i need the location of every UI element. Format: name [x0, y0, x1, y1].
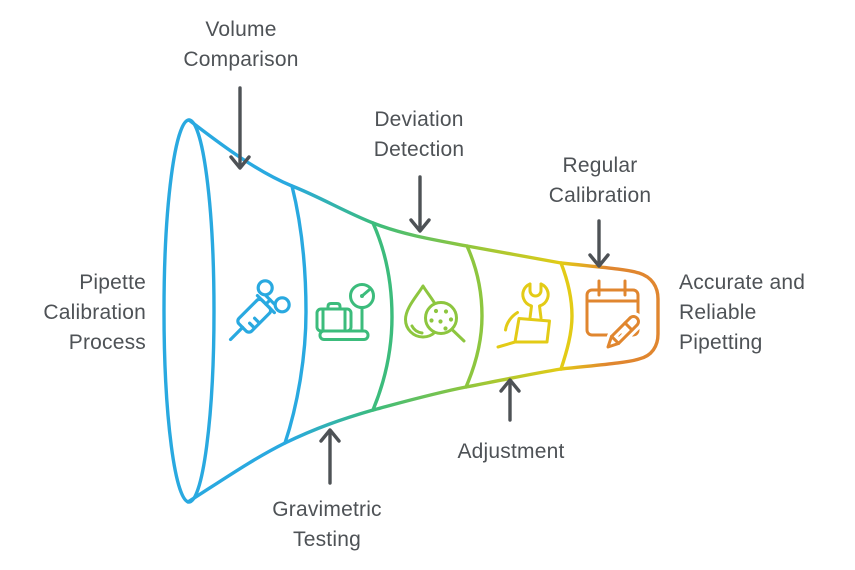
segment-divider-2 [371, 221, 394, 412]
label-line: Deviation [374, 108, 464, 131]
label-line: Calibration [548, 184, 652, 207]
calendar-pencil-icon [585, 279, 643, 352]
segment-divider-1 [283, 184, 308, 445]
label-pipette-calibration-process: Pipette Calibration Process [10, 268, 146, 358]
funnel-bottom-edge [186, 367, 563, 504]
label-accurate-reliable-pipetting: Accurate and Reliable Pipetting [679, 268, 849, 358]
segment-divider-3 [464, 244, 484, 389]
label-volume-comparison: Volume Comparison [131, 15, 351, 75]
funnel-end-cap [559, 261, 660, 371]
label-line: Testing [293, 528, 361, 551]
droplet-magnifier-icon [404, 284, 466, 343]
label-line: Pipetting [679, 331, 763, 354]
luggage-scale-icon [315, 283, 375, 341]
label-adjustment: Adjustment [411, 437, 611, 467]
arrow-down-regular-calibration [588, 219, 610, 268]
funnel-mouth-ellipse [162, 118, 216, 504]
label-line: Gravimetric [272, 498, 382, 521]
arrow-down-deviation-detection [409, 175, 431, 233]
label-line: Process [68, 331, 146, 354]
arrow-down-volume-comparison [229, 86, 251, 170]
label-line: Accurate and [679, 271, 806, 294]
label-line: Volume [205, 18, 277, 41]
label-deviation-detection: Deviation Detection [319, 105, 519, 165]
label-line: Detection [373, 138, 465, 161]
label-line: Regular [562, 154, 638, 177]
arrow-up-gravimetric-testing [319, 428, 341, 485]
label-line: Pipette [79, 271, 146, 294]
hand-wrench-icon [496, 282, 551, 349]
label-line: Adjustment [457, 440, 565, 463]
segment-divider-4 [559, 261, 574, 371]
label-line: Comparison [183, 48, 299, 71]
label-gravimetric-testing: Gravimetric Testing [227, 495, 427, 555]
label-line: Reliable [679, 301, 757, 324]
label-line: Calibration [43, 301, 146, 324]
syringe-icon [228, 279, 291, 342]
arrow-up-adjustment [499, 378, 521, 422]
label-regular-calibration: Regular Calibration [500, 151, 700, 211]
